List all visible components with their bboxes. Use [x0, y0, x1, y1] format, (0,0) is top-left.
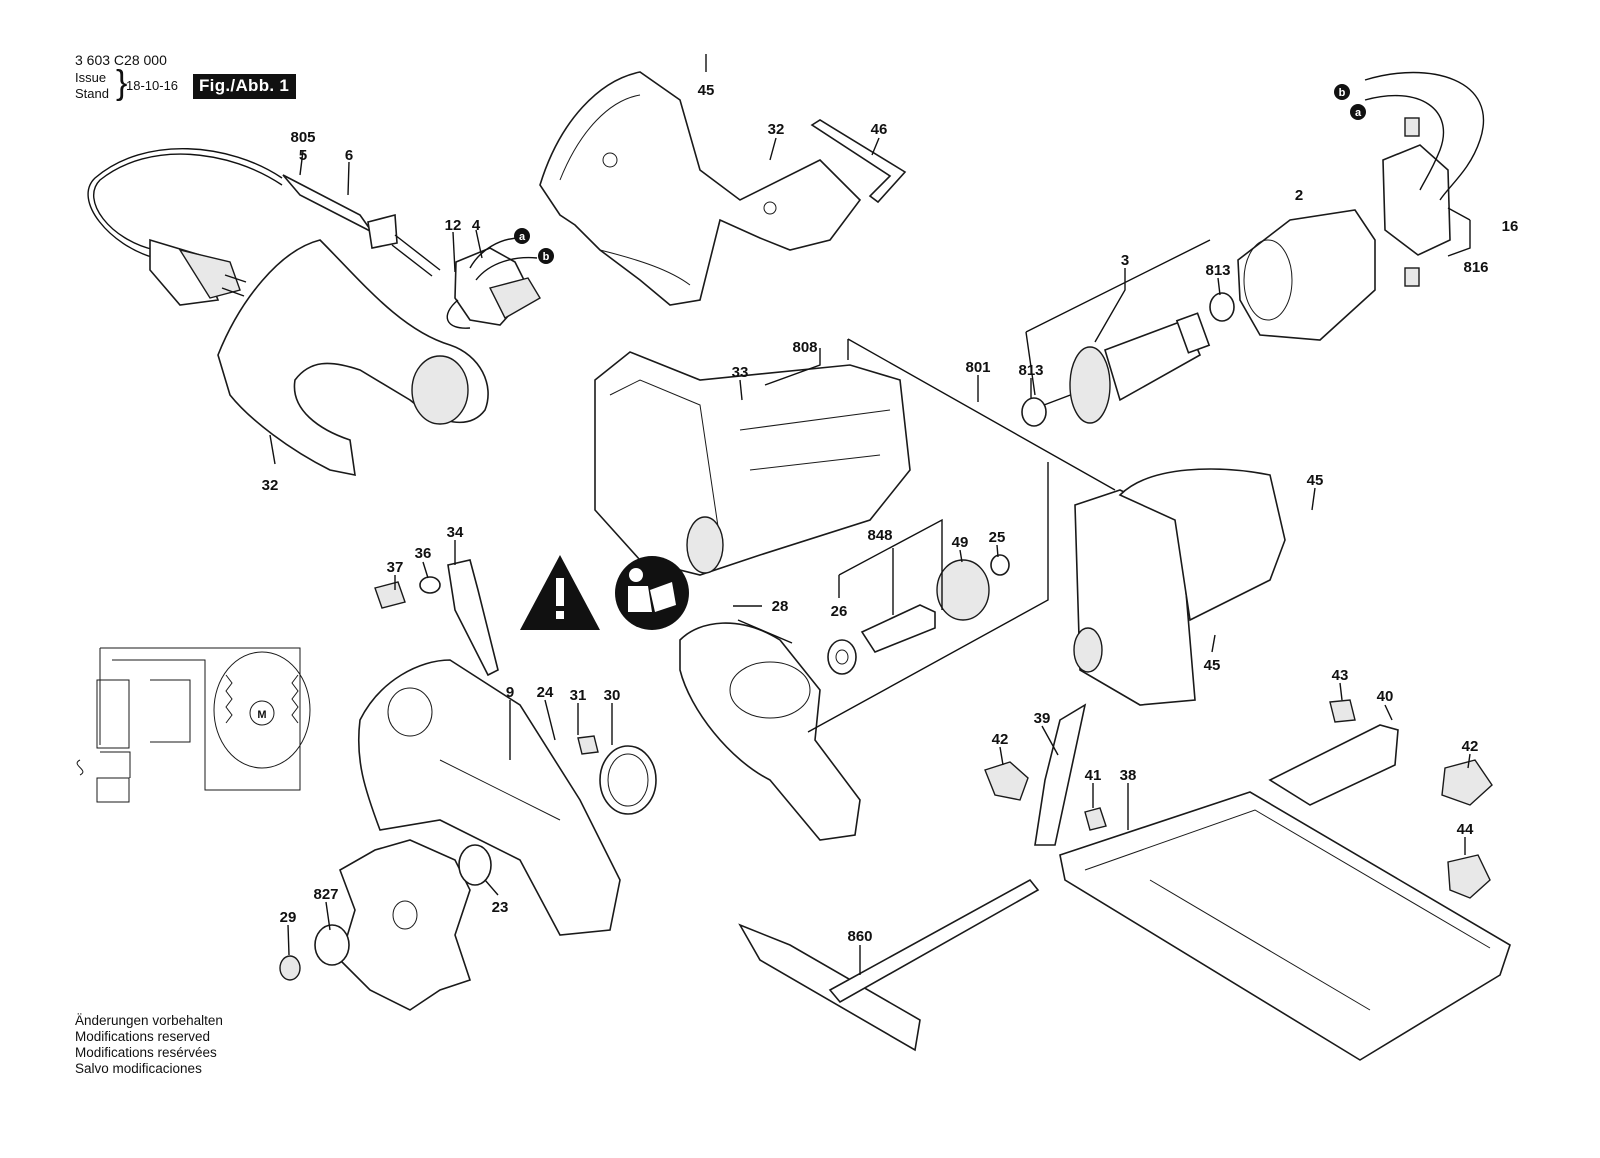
label-12: 12 — [445, 217, 462, 234]
blade-guard-24 — [357, 659, 621, 936]
knob-44 — [1447, 854, 1491, 899]
hex-key-46 — [810, 119, 907, 204]
label-45-top: 45 — [698, 82, 715, 99]
note-en: Modifications reserved — [75, 1029, 211, 1044]
leader-lines — [269, 54, 1471, 975]
bevel-scale-39 — [1034, 703, 1087, 846]
power-cord-assembly — [87, 147, 441, 306]
label-860: 860 — [847, 928, 872, 945]
brace-glyph: } — [116, 64, 128, 102]
label-25: 25 — [989, 529, 1006, 546]
knob-42-left — [984, 761, 1029, 801]
wire-marker-b-switch: b — [538, 248, 554, 264]
note-es: Salvo modificaciones — [75, 1061, 202, 1076]
label-42-left: 42 — [992, 731, 1009, 748]
note-fr: Modifications resérvées — [75, 1045, 217, 1060]
wire-marker-b-top: b — [1334, 84, 1350, 100]
note-de: Änderungen vorbehalten — [75, 1013, 223, 1028]
label-32-top: 32 — [768, 121, 785, 138]
label-801: 801 — [965, 359, 990, 376]
label-816: 816 — [1463, 259, 1488, 276]
label-29: 29 — [280, 909, 297, 926]
label-9: 9 — [506, 684, 514, 701]
label-39: 39 — [1034, 710, 1051, 727]
label-33: 33 — [732, 364, 749, 381]
lower-guard — [679, 619, 861, 841]
label-3: 3 — [1121, 252, 1129, 269]
svg-text:b: b — [543, 251, 550, 263]
motor-housing-808 — [594, 351, 911, 576]
parallel-guide-860 — [738, 878, 1040, 1052]
wiring-schematic — [76, 647, 311, 803]
svg-text:b: b — [1339, 87, 1346, 99]
label-4: 4 — [472, 217, 481, 234]
label-813-top: 813 — [1205, 262, 1230, 279]
svg-text:a: a — [519, 231, 526, 243]
read-manual-icon — [615, 556, 689, 630]
label-23: 23 — [492, 899, 509, 916]
brush-holder-16 — [1364, 71, 1485, 287]
base-plate-38 — [1059, 791, 1511, 1061]
screw-41 — [1084, 807, 1107, 831]
flange-827 — [314, 924, 350, 966]
document-number: 3 603 C28 000 — [75, 52, 167, 68]
riving-knife-34 — [374, 559, 499, 677]
label-49: 49 — [952, 534, 969, 551]
label-36: 36 — [415, 545, 432, 562]
bevel-bracket-40 — [1268, 724, 1399, 806]
figure-label: Fig./Abb. 1 — [193, 74, 297, 99]
label-805: 805 — [290, 129, 315, 146]
handle-top-32 — [539, 71, 862, 306]
label-813-left: 813 — [1018, 362, 1043, 379]
gear-assembly — [827, 554, 1010, 675]
armature-3 — [1021, 292, 1235, 427]
switch-assembly — [446, 237, 541, 329]
issue-label: Issue — [75, 70, 107, 85]
label-34: 34 — [447, 524, 464, 541]
label-26: 26 — [831, 603, 848, 620]
label-46: 46 — [871, 121, 888, 138]
label-41: 41 — [1085, 767, 1102, 784]
saw-blade — [339, 839, 472, 1011]
label-38: 38 — [1120, 767, 1137, 784]
label-827: 827 — [313, 886, 338, 903]
label-32-left: 32 — [262, 477, 279, 494]
label-808: 808 — [792, 339, 817, 356]
motor-shell — [1073, 468, 1286, 706]
label-16: 16 — [1502, 218, 1519, 235]
label-40: 40 — [1377, 688, 1394, 705]
motor-symbol: M — [257, 709, 266, 721]
label-42-right: 42 — [1462, 738, 1479, 755]
ring-30 — [599, 745, 657, 815]
field-stator-2 — [1237, 209, 1376, 341]
label-5: 5 — [299, 147, 307, 164]
modification-notes: Änderungen vorbehalten Modifications res… — [75, 1013, 223, 1077]
issue-date: 18-10-16 — [126, 78, 179, 93]
label-28: 28 — [772, 598, 789, 615]
label-45-mid: 45 — [1307, 472, 1324, 489]
wire-marker-a-top: a — [1350, 104, 1366, 120]
screw-31 — [577, 735, 599, 755]
label-30: 30 — [604, 687, 621, 704]
flange-23 — [458, 844, 492, 886]
label-24: 24 — [537, 684, 554, 701]
label-44: 44 — [1457, 821, 1474, 838]
knob-42-right — [1441, 759, 1493, 806]
label-37: 37 — [387, 559, 404, 576]
bolt-29 — [279, 955, 301, 981]
label-2: 2 — [1295, 187, 1303, 204]
label-6: 6 — [345, 147, 353, 164]
handle-left-32 — [217, 239, 489, 477]
label-45-low: 45 — [1204, 657, 1221, 674]
wire-marker-a-switch: a — [514, 228, 530, 244]
stand-label: Stand — [75, 86, 109, 101]
label-31: 31 — [570, 687, 587, 704]
label-848: 848 — [867, 527, 892, 544]
svg-text:a: a — [1355, 107, 1362, 119]
warning-triangle-icon — [520, 555, 600, 630]
label-43: 43 — [1332, 667, 1349, 684]
screw-43 — [1329, 699, 1356, 723]
